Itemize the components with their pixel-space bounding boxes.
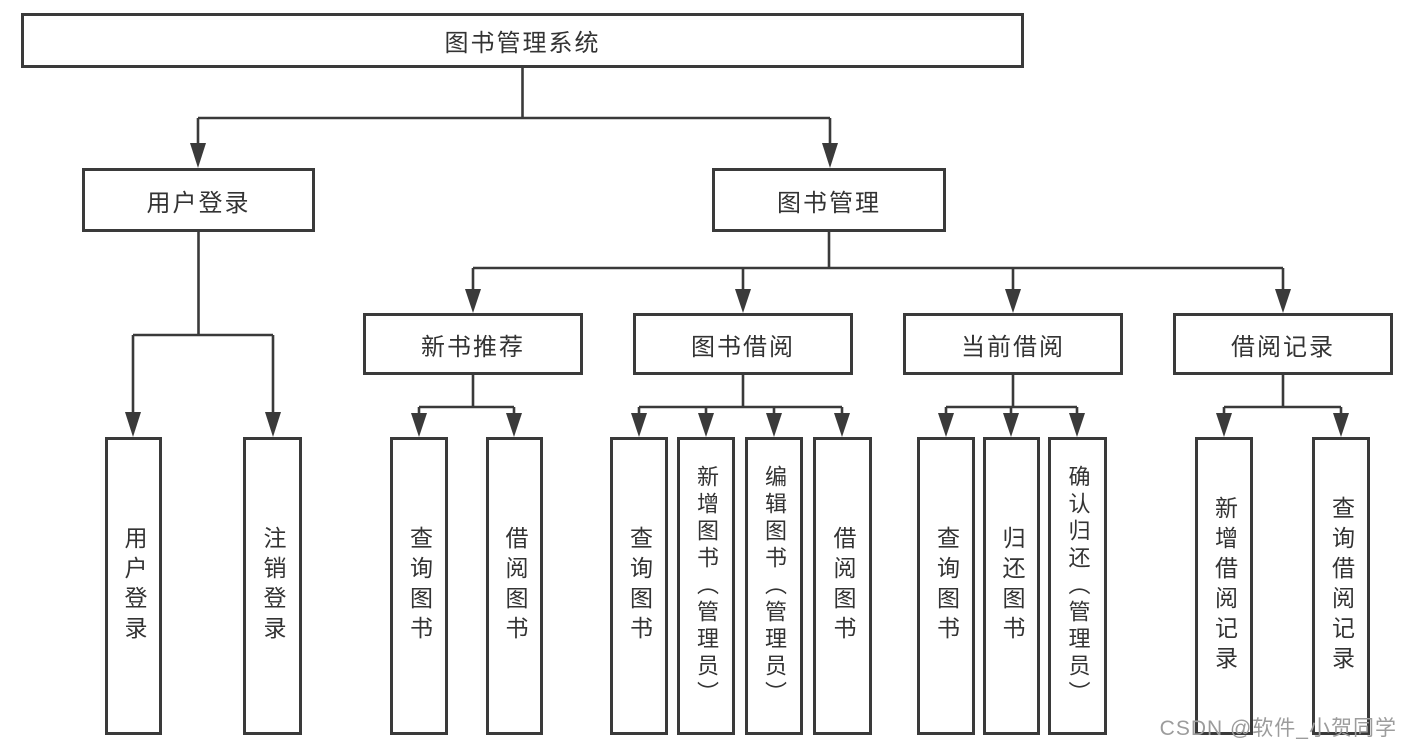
node-current-borrow: 当前借阅: [903, 313, 1123, 375]
arrowhead-icon: [631, 413, 647, 437]
leaf-query-books-current: 查询图书: [917, 437, 975, 735]
arrowhead-icon: [1275, 289, 1291, 313]
node-book-management: 图书管理: [712, 168, 946, 232]
node-new-book-recommend: 新书推荐: [363, 313, 583, 375]
node-borrow-records: 借阅记录: [1173, 313, 1393, 375]
arrowhead-icon: [834, 413, 850, 437]
arrowhead-icon: [411, 413, 427, 437]
leaf-edit-books-admin: 编辑图书（管理员）: [745, 437, 803, 735]
leaf-confirm-return-admin: 确认归还（管理员）: [1048, 437, 1107, 735]
arrowhead-icon: [190, 143, 206, 168]
arrowhead-icon: [265, 412, 281, 437]
arrowhead-icon: [698, 413, 714, 437]
node-root: 图书管理系统: [21, 13, 1024, 68]
arrowhead-icon: [1069, 413, 1085, 437]
leaf-borrow-books-recommend: 借阅图书: [486, 437, 543, 735]
arrowhead-icon: [735, 289, 751, 313]
leaf-return-books: 归还图书: [983, 437, 1040, 735]
leaf-user-login: 用户登录: [105, 437, 162, 735]
leaf-borrow-books: 借阅图书: [813, 437, 872, 735]
node-user-login: 用户登录: [82, 168, 315, 232]
leaf-add-books-admin: 新增图书（管理员）: [677, 437, 735, 735]
arrowhead-icon: [1005, 289, 1021, 313]
arrowhead-icons: [125, 143, 1349, 437]
arrowhead-icon: [766, 413, 782, 437]
arrowhead-icon: [1003, 413, 1019, 437]
arrowhead-icon: [938, 413, 954, 437]
leaf-query-books-borrow: 查询图书: [610, 437, 668, 735]
leaf-query-books-recommend: 查询图书: [390, 437, 448, 735]
watermark: CSDN @软件_小贺同学: [1159, 717, 1397, 740]
arrowhead-icon: [1333, 413, 1349, 437]
leaf-logout: 注销登录: [243, 437, 302, 735]
node-book-borrow: 图书借阅: [633, 313, 853, 375]
leaf-query-borrow-record: 查询借阅记录: [1312, 437, 1370, 735]
leaf-add-borrow-record: 新增借阅记录: [1195, 437, 1253, 735]
arrowhead-icon: [1216, 413, 1232, 437]
arrowhead-icon: [506, 413, 522, 437]
arrowhead-icon: [125, 412, 141, 437]
arrowhead-icon: [822, 143, 838, 168]
arrowhead-icon: [465, 289, 481, 313]
